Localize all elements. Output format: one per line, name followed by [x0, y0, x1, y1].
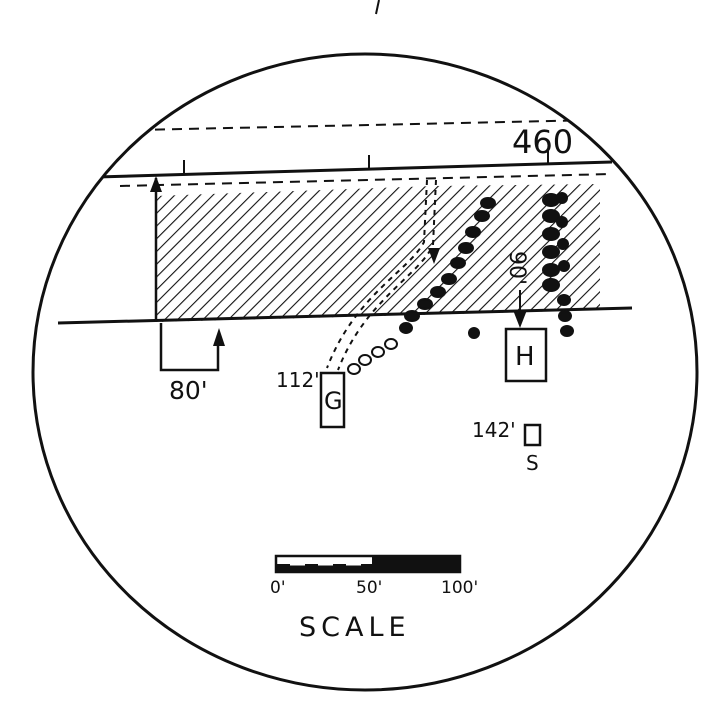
outlined-mark-chain — [347, 338, 398, 375]
path-arrow-head — [428, 248, 440, 264]
label-80: 80' — [169, 376, 208, 405]
vertical-mark-column — [542, 192, 574, 337]
diagonal-mark-chain — [399, 197, 496, 334]
building-s-label: S — [526, 451, 539, 475]
hatched-zone — [155, 184, 600, 322]
road-lower-dashed-line — [119, 173, 613, 187]
scale-bar — [274, 554, 462, 574]
building-h-label: H — [515, 342, 535, 372]
bracket-80 — [159, 323, 220, 372]
curved-dashed-path-b — [326, 179, 428, 369]
left-arrow-head — [150, 176, 162, 192]
north-tick — [375, 0, 380, 15]
building-h — [504, 327, 548, 383]
building-g-label: G — [324, 387, 343, 415]
label-90: 90' — [504, 251, 529, 285]
scale-caption: SCALE — [299, 612, 411, 643]
measure-90-arrow — [513, 310, 527, 328]
solid-dot — [468, 327, 480, 339]
scale-tick-50: 50' — [356, 578, 382, 598]
building-s — [523, 423, 542, 447]
bracket-80-arrow — [213, 328, 225, 346]
baseline-solid-line — [57, 306, 633, 325]
road-upper-dashed-line — [137, 119, 599, 131]
scale-tick-0: 0' — [270, 578, 286, 598]
label-112: 112' — [276, 368, 320, 392]
scale-tick-100: 100' — [441, 578, 478, 598]
building-g — [319, 371, 346, 429]
viewport-circle — [31, 52, 699, 692]
road-number-label: 460 — [512, 123, 573, 161]
label-142: 142' — [472, 418, 516, 442]
road-solid-line — [96, 160, 613, 179]
